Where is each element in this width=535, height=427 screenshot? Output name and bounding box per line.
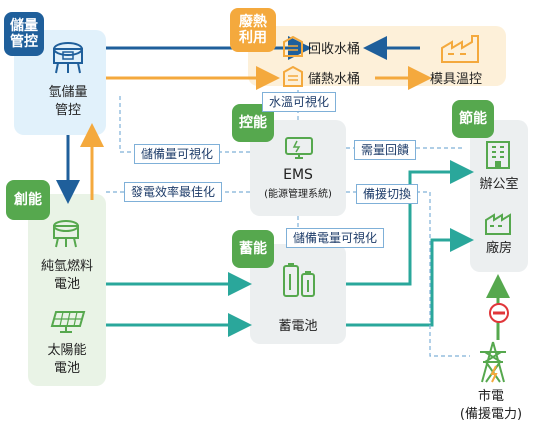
ems-title: EMS (283, 167, 313, 183)
grid-label: 市電 (備援電力) (459, 389, 523, 422)
edge-label-demand: 需量回饋 (354, 140, 417, 160)
teal-line-office (346, 160, 474, 286)
office-label: 辦公室 (479, 177, 519, 192)
fuel-cell-icon (53, 220, 79, 248)
factory-label: 廠房 (485, 241, 512, 256)
no-entry-icon (489, 303, 509, 323)
ems-subtitle: (能源管理系統) (264, 189, 332, 200)
storage-tank-label: 儲熱水桶 (308, 72, 361, 87)
recycle-tank-label: 回收水桶 (308, 42, 361, 57)
tag-saving: 節能 (452, 100, 494, 138)
office-building-icon (486, 141, 510, 169)
edge-label-battery-vis: 儲備電量可視化 (286, 228, 385, 248)
solar-label: 太陽能 電池 (47, 343, 87, 376)
tag-control-label: 控能 (239, 115, 267, 131)
tag-waste-heat-label: 廢熱 利用 (239, 14, 267, 46)
recycle-tank-icon (283, 36, 303, 57)
mold-factory-icon (441, 35, 479, 63)
tag-generation-label: 創能 (14, 192, 42, 208)
battery-icon (283, 263, 315, 297)
ems-monitor-icon (285, 137, 313, 159)
storage-tank-icon (283, 66, 303, 87)
tag-storage-control-label: 儲量 管控 (10, 18, 38, 50)
teal-line-factory (346, 228, 474, 327)
tag-waste-heat: 廢熱 利用 (230, 8, 276, 52)
power-tower-icon (480, 341, 506, 383)
tag-generation: 創能 (6, 180, 50, 220)
tag-control: 控能 (232, 104, 274, 142)
tag-storage-label: 蓄能 (239, 241, 267, 257)
tag-storage: 蓄能 (232, 230, 274, 268)
edge-label-storage-vis: 儲備量可視化 (134, 144, 221, 164)
edge-label-water-temp: 水溫可視化 (262, 92, 337, 112)
saving-panel (470, 120, 528, 272)
battery-label: 蓄電池 (278, 319, 318, 334)
hydrogen-storage-label: 氫儲量 管控 (48, 85, 88, 118)
factory-icon (485, 213, 511, 235)
tag-saving-label: 節能 (459, 111, 487, 127)
edge-label-backup-switch: 備援切換 (356, 184, 419, 204)
solar-panel-icon (50, 311, 86, 333)
tag-storage-control: 儲量 管控 (4, 12, 44, 56)
hydrogen-tank-icon (53, 42, 83, 74)
edge-label-efficiency: 發電效率最佳化 (124, 182, 223, 202)
mold-temp-label: 模具溫控 (430, 72, 483, 87)
fuel-cell-label: 純氫燃料 電池 (40, 259, 93, 292)
